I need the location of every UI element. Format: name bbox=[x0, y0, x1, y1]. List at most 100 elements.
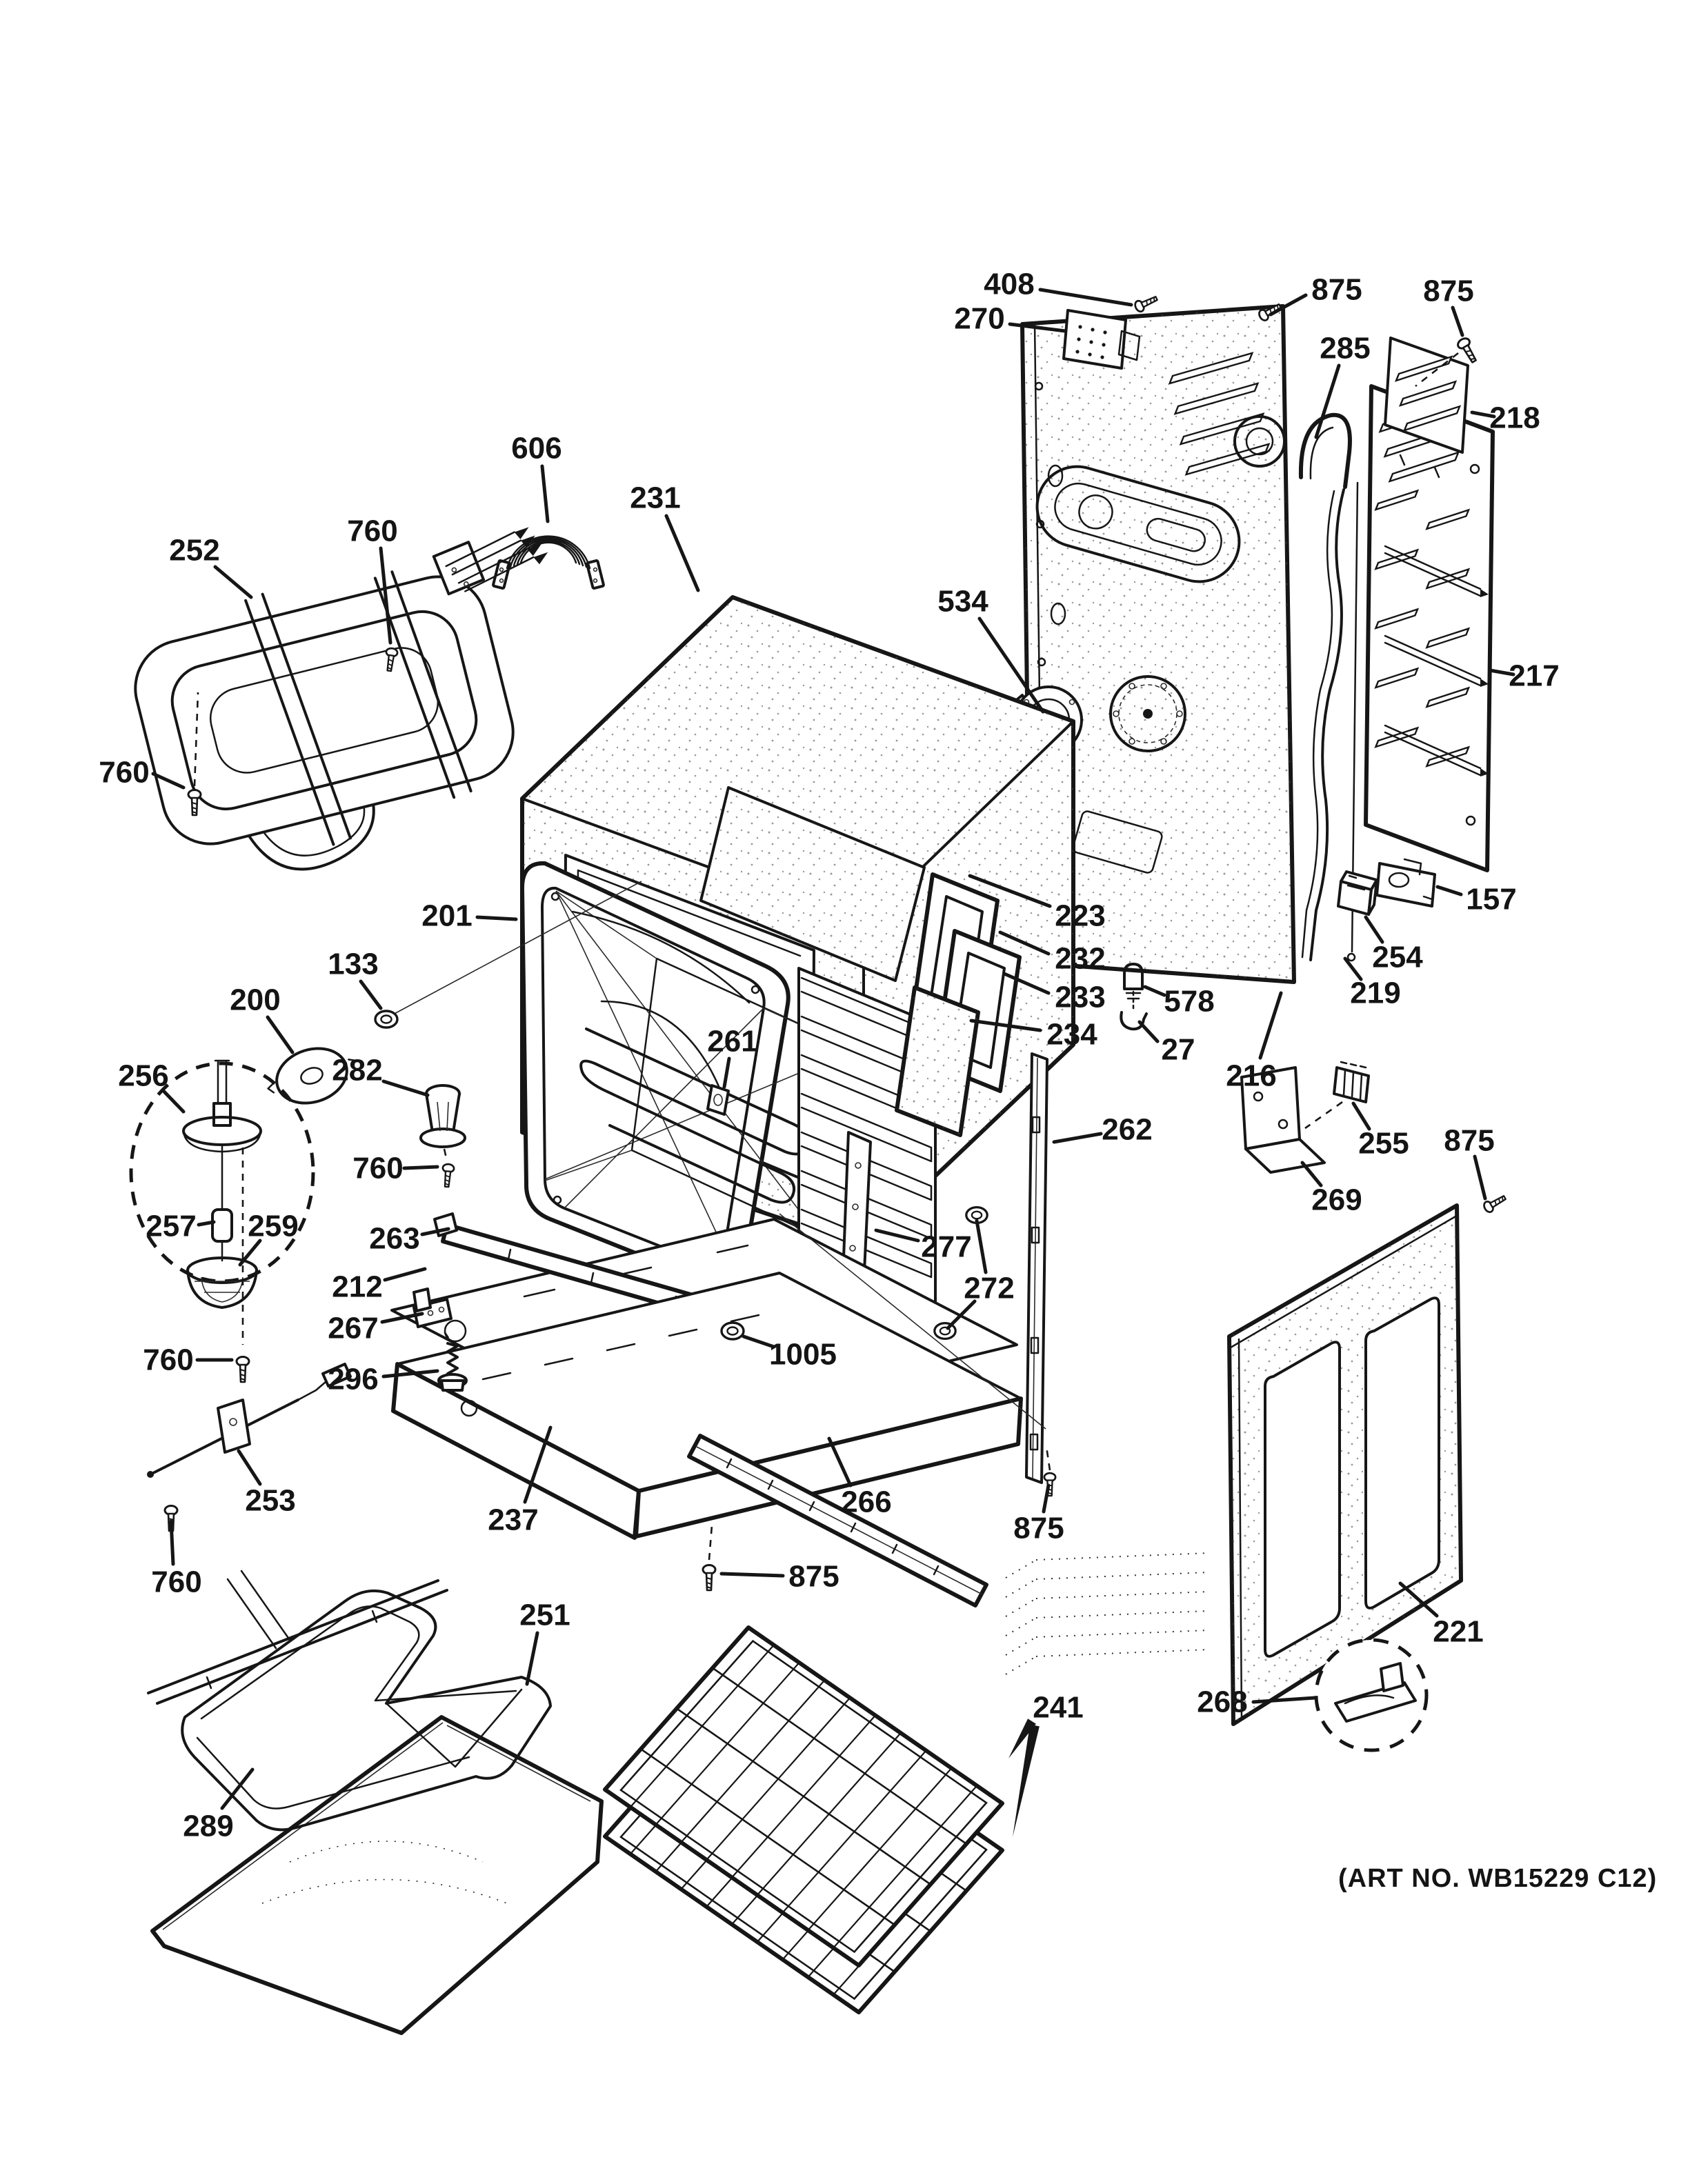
leader-line bbox=[359, 979, 383, 1010]
part-label-285-4: 285 bbox=[1320, 332, 1370, 365]
leader-line bbox=[1269, 293, 1308, 317]
leader-line bbox=[1251, 1696, 1317, 1704]
leader-line bbox=[1258, 991, 1283, 1060]
leader-line bbox=[237, 1449, 262, 1486]
part-label-760-43: 760 bbox=[143, 1343, 193, 1377]
part-label-251-49: 251 bbox=[519, 1599, 570, 1632]
part-label-253-44: 253 bbox=[245, 1484, 295, 1518]
leader-line bbox=[420, 1227, 450, 1236]
part-label-157-23: 157 bbox=[1466, 883, 1516, 916]
leader-line bbox=[1052, 1132, 1103, 1144]
leader-line bbox=[1435, 885, 1463, 896]
louver-slat bbox=[1173, 382, 1260, 415]
part-label-875-47: 875 bbox=[788, 1560, 839, 1594]
part-label-296-42: 296 bbox=[328, 1363, 378, 1396]
drawer-slide-rail-266 bbox=[687, 1434, 988, 1607]
part-label-223-16: 223 bbox=[1055, 899, 1105, 933]
part-label-255-33: 255 bbox=[1358, 1127, 1409, 1161]
leader-lines bbox=[151, 288, 1515, 1837]
leader-line bbox=[1488, 668, 1515, 677]
leader-line bbox=[969, 1019, 1042, 1032]
louver-slat bbox=[1425, 568, 1471, 590]
part-label-760-9: 760 bbox=[347, 514, 397, 548]
part-label-200-15: 200 bbox=[230, 983, 280, 1017]
leader-line bbox=[1002, 972, 1051, 995]
element-support-rail bbox=[147, 1579, 448, 1705]
leader-line bbox=[383, 1267, 427, 1282]
part-label-262-32: 262 bbox=[1102, 1113, 1152, 1147]
louver-slat bbox=[1425, 745, 1471, 768]
door-latch-261 bbox=[600, 1000, 730, 1116]
part-label-875-1: 875 bbox=[1311, 273, 1362, 307]
part-label-270-3: 270 bbox=[954, 302, 1004, 336]
louver-slat bbox=[1425, 686, 1471, 708]
mounting-bracket-269 bbox=[1240, 1066, 1343, 1174]
part-label-133-14: 133 bbox=[328, 948, 378, 981]
leader-line bbox=[151, 772, 186, 790]
part-label-875-48: 875 bbox=[1013, 1512, 1064, 1545]
part-label-234-19: 234 bbox=[1046, 1018, 1097, 1052]
part-label-534-10: 534 bbox=[937, 585, 988, 619]
terminal-block-bracket-270 bbox=[1062, 309, 1141, 370]
part-label-219-25: 219 bbox=[1350, 976, 1400, 1010]
part-label-272-37: 272 bbox=[964, 1272, 1014, 1305]
leader-line bbox=[1008, 322, 1067, 333]
vent-panel-218-louvers bbox=[1394, 355, 1462, 432]
part-label-289-51: 289 bbox=[183, 1810, 233, 1843]
fin-slat bbox=[800, 1092, 933, 1163]
spindle-kit-256 bbox=[129, 1059, 315, 1345]
louver-slat bbox=[1425, 508, 1471, 530]
part-label-216-22: 216 bbox=[1226, 1059, 1276, 1093]
part-label-606-6: 606 bbox=[511, 432, 561, 465]
insulation-block-234 bbox=[895, 985, 980, 1137]
leader-line bbox=[162, 1090, 186, 1114]
leader-line bbox=[213, 565, 253, 599]
part-label-263-38: 263 bbox=[369, 1222, 419, 1256]
leader-line bbox=[1364, 915, 1384, 944]
part-label-233-18: 233 bbox=[1055, 981, 1105, 1014]
rear-insulation-retainer-panel bbox=[1020, 304, 1296, 984]
part-label-218-5: 218 bbox=[1489, 401, 1540, 435]
part-label-212-39: 212 bbox=[332, 1270, 382, 1304]
leader-line bbox=[827, 1436, 853, 1487]
screw-icon bbox=[382, 646, 399, 673]
part-label-257-30: 257 bbox=[146, 1210, 196, 1243]
leader-dash bbox=[1415, 352, 1459, 388]
leader-line bbox=[1042, 1483, 1051, 1514]
screw-icon bbox=[235, 1356, 250, 1383]
thermostat-157 bbox=[1375, 858, 1436, 908]
oven-racks-241 bbox=[603, 1625, 1004, 2014]
louver-slat bbox=[1374, 608, 1420, 630]
leader-line bbox=[1137, 1020, 1160, 1043]
leveling-screw-296 bbox=[437, 1329, 468, 1392]
leader-line bbox=[1343, 956, 1363, 981]
part-label-27-21: 27 bbox=[1162, 1033, 1195, 1067]
receptacle-plate-200 bbox=[267, 1047, 356, 1105]
part-label-268-52: 268 bbox=[1197, 1685, 1247, 1719]
oven-cavity-liner bbox=[519, 861, 937, 1342]
part-label-875-2: 875 bbox=[1423, 274, 1473, 308]
part-label-252-8: 252 bbox=[169, 534, 219, 568]
stirrer-basket-259 bbox=[186, 1256, 258, 1309]
lower-broil-element-251 bbox=[147, 1570, 552, 1832]
leader-line bbox=[975, 1219, 988, 1274]
part-label-578-20: 578 bbox=[1164, 985, 1214, 1019]
assembly-axis-line bbox=[779, 1213, 1046, 1430]
part-label-221-53: 221 bbox=[1433, 1615, 1483, 1649]
screw-icon bbox=[1455, 335, 1481, 365]
grommet-133 bbox=[374, 881, 642, 1029]
part-label-282-28: 282 bbox=[332, 1054, 382, 1088]
lamp-socket-282 bbox=[419, 1084, 466, 1162]
insulation-wrap-223 bbox=[699, 786, 926, 982]
louver-slat bbox=[1374, 489, 1420, 511]
louver-rod bbox=[1384, 634, 1482, 687]
part-label-269-35: 269 bbox=[1311, 1183, 1362, 1217]
vent-panel-218 bbox=[1384, 337, 1469, 479]
part-label-266-46: 266 bbox=[841, 1485, 891, 1519]
embossed-vent-recess bbox=[1035, 465, 1241, 583]
leader-line bbox=[664, 514, 700, 592]
leader-line bbox=[874, 1228, 920, 1243]
part-label-760-29: 760 bbox=[352, 1152, 403, 1185]
